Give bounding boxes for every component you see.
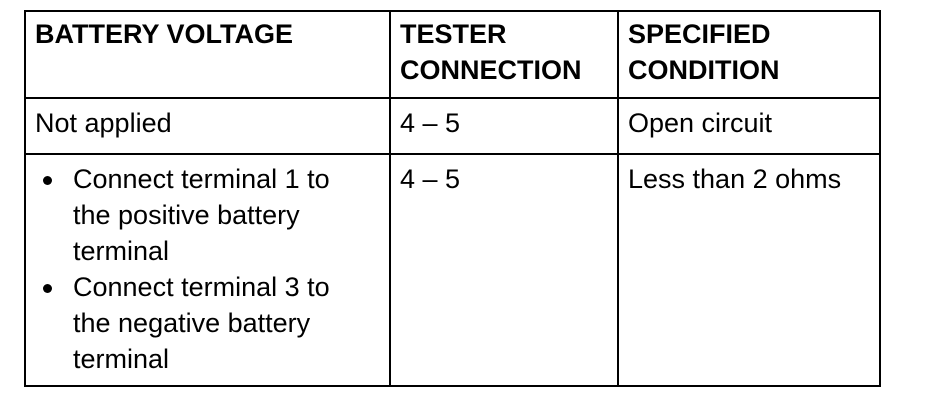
instruction-line: the positive battery: [73, 200, 300, 230]
instruction-line: terminal: [73, 344, 170, 374]
bullet-icon: [43, 284, 52, 293]
header-specified-condition-line1: SPECIFIED: [628, 19, 771, 49]
table-row: Not applied 4 – 5 Open circuit: [24, 97, 881, 155]
table-row: Connect terminal 1 to the positive batte…: [24, 153, 881, 387]
battery-voltage-cell: Not applied: [24, 97, 391, 155]
list-item: Connect terminal 3 to the negative batte…: [35, 269, 381, 377]
specified-condition-value: Open circuit: [628, 108, 773, 138]
header-specified-condition-line2: CONDITION: [628, 55, 780, 85]
specification-table: BATTERY VOLTAGE TESTER CONNECTION SPECIF…: [24, 10, 881, 387]
tester-connection-cell: 4 – 5: [389, 97, 619, 155]
specified-condition-cell: Less than 2 ohms: [617, 153, 881, 387]
header-tester-connection: TESTER CONNECTION: [389, 10, 619, 99]
instruction-line: the negative battery: [73, 308, 311, 338]
specified-condition-value: Less than 2 ohms: [628, 164, 842, 194]
tester-connection-value: 4 – 5: [400, 164, 461, 194]
list-item: Connect terminal 1 to the positive batte…: [35, 161, 381, 269]
header-tester-connection-line2: CONNECTION: [400, 55, 582, 85]
table-header-row: BATTERY VOLTAGE TESTER CONNECTION SPECIF…: [24, 10, 881, 99]
instruction-line: Connect terminal 3 to: [73, 272, 330, 302]
header-battery-voltage-label: BATTERY VOLTAGE: [35, 19, 294, 49]
specified-condition-cell: Open circuit: [617, 97, 881, 155]
tester-connection-cell: 4 – 5: [389, 153, 619, 387]
instruction-line: terminal: [73, 236, 170, 266]
tester-connection-value: 4 – 5: [400, 108, 461, 138]
bullet-icon: [43, 176, 52, 185]
header-tester-connection-line1: TESTER: [400, 19, 507, 49]
instruction-line: Connect terminal 1 to: [73, 164, 330, 194]
battery-voltage-cell: Connect terminal 1 to the positive batte…: [24, 153, 391, 387]
header-battery-voltage: BATTERY VOLTAGE: [24, 10, 391, 99]
battery-voltage-value: Not applied: [35, 108, 172, 138]
header-specified-condition: SPECIFIED CONDITION: [617, 10, 881, 99]
battery-voltage-instruction-list: Connect terminal 1 to the positive batte…: [35, 161, 381, 377]
